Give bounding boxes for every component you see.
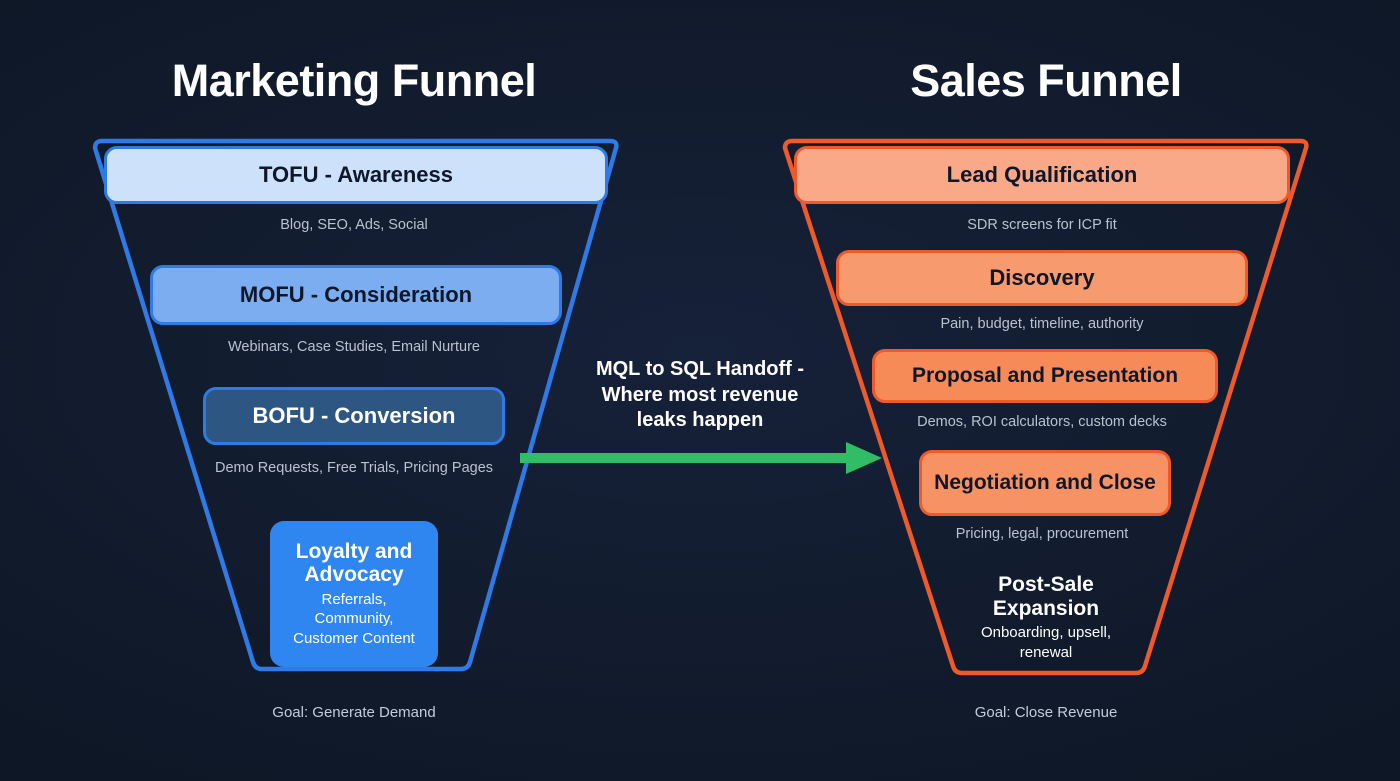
stage-box-proposal-and-presentation[interactable]: Proposal and Presentation [872, 349, 1218, 403]
stage-label: MOFU - Consideration [239, 281, 473, 307]
stage-caption-lead-qualification: SDR screens for ICP fit [967, 217, 1117, 233]
stage-box-negotiation-and-close[interactable]: Negotiation and Close [919, 450, 1171, 516]
marketing-goal-label: Goal: Generate Demand [272, 704, 436, 721]
stage-caption-tofu-awareness: Blog, SEO, Ads, Social [280, 217, 428, 233]
sales-goal-label: Goal: Close Revenue [974, 704, 1118, 721]
stage-box-tofu-awareness[interactable]: TOFU - Awareness [104, 146, 608, 204]
arrow-right-icon [520, 442, 882, 474]
stage-label: Lead Qualification [946, 161, 1138, 187]
sales-funnel-title: Sales Funnel [910, 55, 1182, 106]
stage-caption-negotiation-and-close: Pricing, legal, procurement [955, 526, 1129, 542]
handoff-label-line-2: Where most revenue [601, 383, 799, 406]
stage-box-mofu-consideration[interactable]: MOFU - Consideration [150, 265, 562, 325]
stage-caption-bofu-conversion: Demo Requests, Free Trials, Pricing Page… [214, 460, 494, 476]
stage-label: Loyalty and Advocacy [295, 539, 413, 587]
stage-box-lead-qualification[interactable]: Lead Qualification [794, 146, 1290, 204]
stage-caption-mofu-consideration: Webinars, Case Studies, Email Nurture [228, 339, 480, 355]
handoff-label: MQL to SQL Handoff - Where most revenue … [558, 357, 842, 434]
stage-label: Proposal and Presentation [911, 364, 1179, 388]
stage-label: TOFU - Awareness [259, 161, 453, 187]
stage-caption-proposal-and-presentation: Demos, ROI calculators, custom decks [917, 414, 1167, 430]
stage-label: BOFU - Conversion [252, 402, 456, 428]
marketing-funnel-title: Marketing Funnel [171, 55, 537, 106]
handoff-label-line-3: leaks happen [636, 409, 764, 432]
stage-label: Post-Sale Expansion [992, 572, 1100, 620]
stage-box-post-sale-expansion[interactable]: Post-Sale Expansion Onboarding, upsell, … [952, 565, 1140, 670]
stage-caption-discovery: Pain, budget, timeline, authority [940, 316, 1144, 332]
stage-box-bofu-conversion[interactable]: BOFU - Conversion [203, 387, 505, 445]
stage-caption-loyalty-and-advocacy: Referrals, Community, Customer Content [293, 590, 415, 647]
handoff-label-line-1: MQL to SQL Handoff - [595, 358, 805, 380]
stage-label: Negotiation and Close [934, 471, 1156, 495]
stage-box-loyalty-and-advocacy[interactable]: Loyalty and Advocacy Referrals, Communit… [270, 521, 438, 667]
stage-label: Discovery [989, 264, 1095, 290]
stage-box-discovery[interactable]: Discovery [836, 250, 1248, 306]
stage-caption-post-sale-expansion: Onboarding, upsell, renewal [980, 624, 1112, 661]
